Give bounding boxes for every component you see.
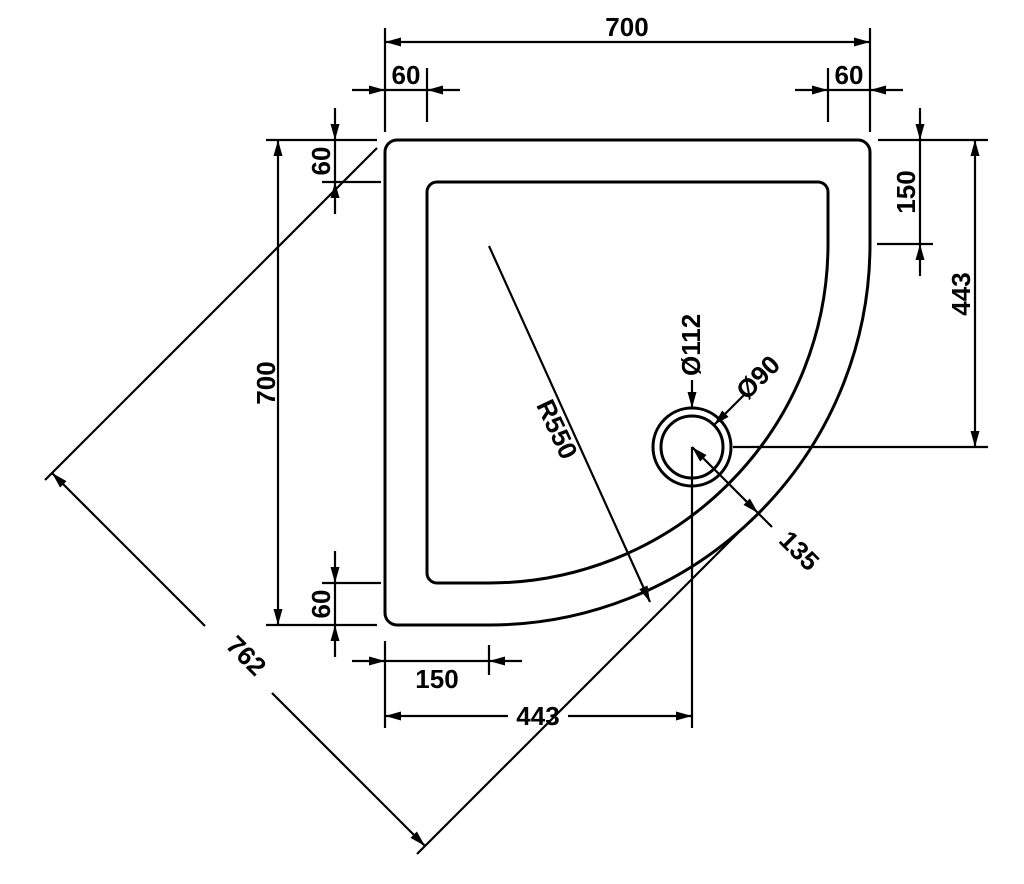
- arrowhead: [743, 498, 758, 513]
- arrowhead: [330, 124, 340, 140]
- dimension-line: [271, 692, 426, 847]
- radius-leader-line: [487, 245, 652, 603]
- dim-label: 443: [516, 701, 559, 731]
- dim-overall-depth: 700: [251, 140, 377, 627]
- dim-right-edge: 150: [877, 108, 988, 276]
- dim-label: 60: [392, 60, 421, 90]
- dim-label: 150: [415, 664, 458, 694]
- arrowhead: [273, 140, 283, 156]
- arrowhead: [812, 85, 828, 95]
- arrowhead: [970, 431, 980, 447]
- dim-label: R550: [530, 395, 583, 464]
- arrowhead: [915, 244, 925, 260]
- arrowhead: [714, 410, 729, 425]
- arrowhead: [489, 656, 505, 666]
- dim-label: Ø90: [730, 349, 786, 405]
- extension-line: [416, 517, 754, 855]
- arrowhead: [854, 37, 870, 47]
- dim-label: Ø112: [676, 314, 706, 376]
- arrowhead: [639, 585, 650, 602]
- arrowhead: [52, 473, 67, 488]
- arrowhead: [369, 85, 385, 95]
- dim-drain-right: 443: [733, 140, 988, 449]
- arrowhead: [870, 85, 886, 95]
- arrowhead: [692, 447, 707, 462]
- dim-label: 443: [946, 272, 976, 315]
- dim-label: 762: [220, 630, 272, 682]
- arrowhead: [273, 609, 283, 625]
- arrowhead: [970, 140, 980, 156]
- arrowhead: [385, 37, 401, 47]
- dim-rim-top-left: 60: [352, 60, 460, 122]
- arrowhead: [687, 392, 697, 408]
- dim-bottom-edge: 150: [352, 641, 522, 728]
- dim-diagonal: 762: [44, 147, 754, 855]
- dim-label: 700: [605, 12, 648, 42]
- arrowhead: [427, 85, 443, 95]
- dim-waste-inner: Ø90: [713, 349, 786, 426]
- arrowhead: [915, 124, 925, 140]
- arrowhead: [676, 711, 692, 721]
- arrowhead: [369, 656, 385, 666]
- dim-label: 60: [306, 590, 336, 619]
- extension-line: [44, 147, 378, 481]
- dim-drain-bottom: 443: [385, 447, 694, 731]
- dimension-line: [691, 446, 773, 528]
- dim-corner-radius: R550: [487, 245, 652, 603]
- dim-label: 60: [835, 60, 864, 90]
- dim-overall-width: 700: [383, 12, 872, 132]
- dim-label: 700: [251, 361, 281, 404]
- dim-label: 150: [891, 170, 921, 213]
- dim-rim-top-right: 60: [795, 60, 903, 122]
- dim-rim-left-top: 60: [266, 108, 381, 214]
- arrowhead: [385, 711, 401, 721]
- dim-waste-outer: Ø112: [676, 314, 706, 408]
- dimension-line: [51, 472, 206, 627]
- tray-inner-edge: [425, 180, 830, 585]
- arrowhead: [330, 625, 340, 641]
- tray-outer-edge: [383, 138, 872, 627]
- tray-outline: [383, 138, 872, 627]
- dim-label: 60: [306, 147, 336, 176]
- dim-rim-left-bottom: 60: [306, 551, 381, 657]
- dim-label: 135: [773, 525, 825, 577]
- arrowhead: [330, 567, 340, 583]
- arrowhead: [410, 831, 425, 846]
